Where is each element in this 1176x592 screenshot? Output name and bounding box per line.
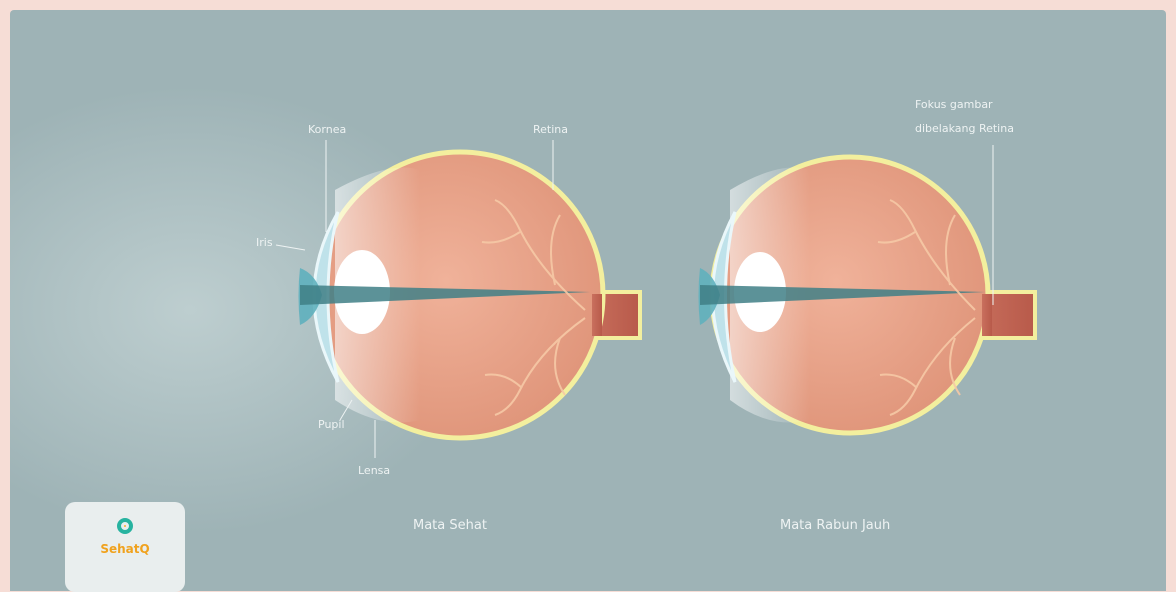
label-pupil: Pupil	[318, 418, 345, 431]
healthy-eye	[276, 140, 640, 458]
caption-farsighted-eye: Mata Rabun Jauh	[780, 518, 890, 533]
brand-logo-icon	[117, 518, 133, 534]
caption-healthy-eye: Mata Sehat	[413, 518, 487, 533]
label-fokus-line2: dibelakang Retina	[915, 122, 1014, 135]
label-lensa: Lensa	[358, 464, 390, 477]
brand-logo-text: SehatQ	[65, 542, 185, 556]
brand-logo: SehatQ	[65, 502, 185, 592]
label-fokus-line1: Fokus gambar	[915, 98, 993, 111]
farsighted-eye	[699, 145, 1036, 433]
label-retina: Retina	[533, 123, 568, 136]
label-kornea: Kornea	[308, 123, 346, 136]
label-iris: Iris	[256, 236, 273, 249]
